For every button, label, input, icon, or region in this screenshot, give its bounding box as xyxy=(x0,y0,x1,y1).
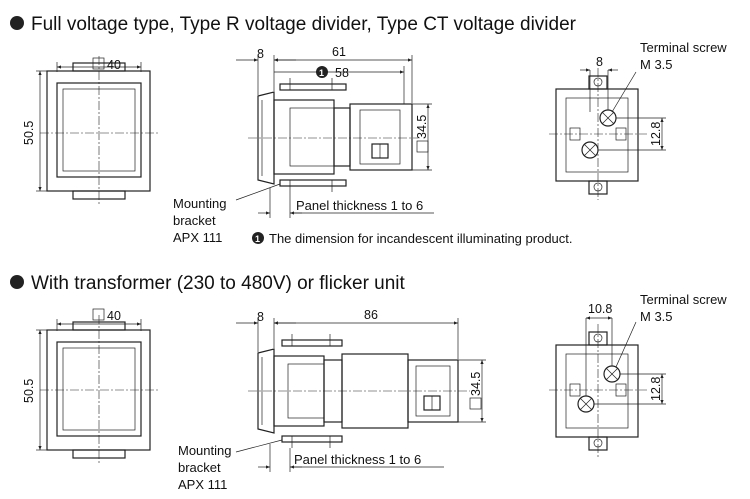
rear-view-2: 10.8 12.8 Terminal screw M 3.5 xyxy=(549,292,727,458)
front-height-label-2: 50.5 xyxy=(22,379,36,403)
side-note-length-1: 58 xyxy=(335,66,349,80)
front-view-1: 40 50.5 xyxy=(22,56,158,205)
front-width-label-2: 40 xyxy=(107,309,121,323)
side-front-offset-2: 8 xyxy=(257,310,264,324)
note-marker-digit-1b: 1 xyxy=(255,234,260,244)
side-length-2: 86 xyxy=(364,308,378,322)
square-symbol xyxy=(416,140,429,153)
square-symbol xyxy=(92,308,105,321)
side-view-1: 8 61 1 58 34.5 Panel thickness 1 to 6 Mo… xyxy=(173,45,573,246)
front-width-label-1: 40 xyxy=(107,58,121,72)
square-symbol xyxy=(469,397,482,410)
rear-pitch-h-1: 8 xyxy=(596,55,603,69)
side-front-offset-1: 8 xyxy=(257,47,264,61)
terminal-screw-line1-2: Terminal screw xyxy=(640,292,727,307)
note-marker-digit-1: 1 xyxy=(319,68,324,78)
section-2-bullet xyxy=(10,275,24,289)
terminal-screw-line2-2: M 3.5 xyxy=(640,309,673,324)
side-body-height-1: 34.5 xyxy=(415,115,429,139)
terminal-screw-line2-1: M 3.5 xyxy=(640,57,673,72)
square-symbol xyxy=(92,57,105,70)
side-note-1: The dimension for incandescent illuminat… xyxy=(269,231,573,246)
rear-pitch-v-2: 12.8 xyxy=(649,377,663,401)
section-1: Full voltage type, Type R voltage divide… xyxy=(10,14,727,246)
panel-thickness-1: Panel thickness 1 to 6 xyxy=(296,198,423,213)
mounting-bracket-line2-2: bracket xyxy=(178,460,221,475)
side-body-height-2: 34.5 xyxy=(469,372,483,396)
front-height-label-1: 50.5 xyxy=(22,121,36,145)
rear-pitch-v-1: 12.8 xyxy=(649,122,663,146)
side-length-1: 61 xyxy=(332,45,346,59)
rear-view-1: 8 12.8 Terminal screw M 3.5 xyxy=(549,40,727,200)
mounting-bracket-line1-1: Mounting xyxy=(173,196,226,211)
mounting-bracket-line1-2: Mounting xyxy=(178,443,231,458)
mounting-bracket-line2-1: bracket xyxy=(173,213,216,228)
note-marker-icon-1b xyxy=(252,232,264,244)
section-1-title: Full voltage type, Type R voltage divide… xyxy=(31,14,577,35)
rear-pitch-h-2: 10.8 xyxy=(588,302,612,316)
side-view-2: 8 86 34.5 Panel thickness 1 to 6 Mountin… xyxy=(178,308,486,492)
mounting-bracket-line3-2: APX 111 xyxy=(178,477,227,492)
section-2: With transformer (230 to 480V) or flicke… xyxy=(10,273,727,492)
note-marker-icon-1 xyxy=(316,66,328,78)
section-2-title: With transformer (230 to 480V) or flicke… xyxy=(31,273,406,294)
panel-thickness-2: Panel thickness 1 to 6 xyxy=(294,452,421,467)
front-view-2: 40 50.5 xyxy=(22,308,158,464)
terminal-screw-line1-1: Terminal screw xyxy=(640,40,727,55)
mounting-bracket-line3-1: APX 111 xyxy=(173,230,222,245)
section-1-bullet xyxy=(10,16,24,30)
